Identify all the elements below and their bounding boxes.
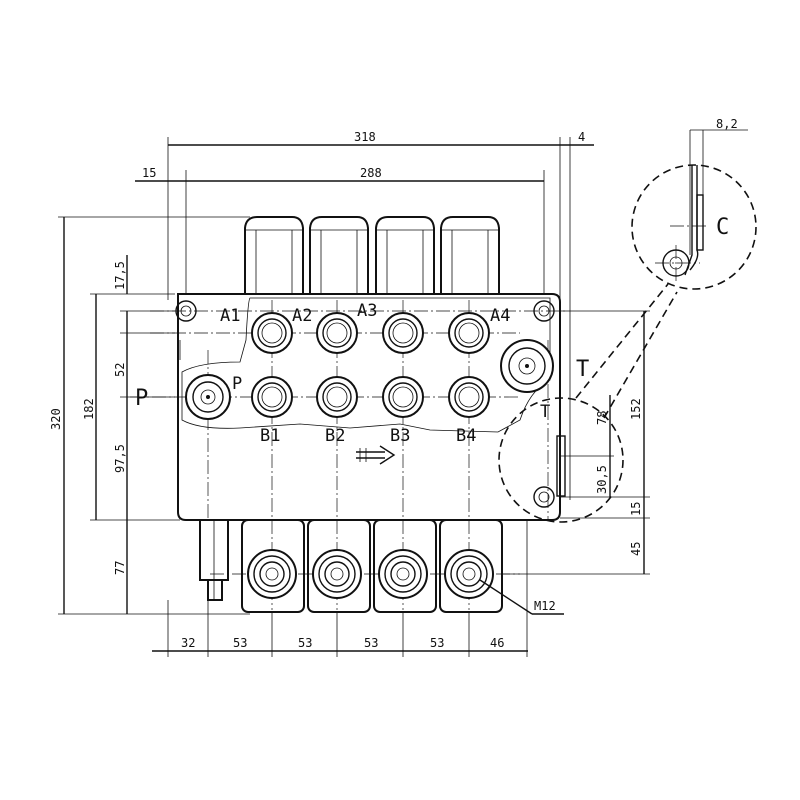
port-a2-fitting	[316, 312, 358, 354]
spool-end-cap-3	[378, 549, 428, 599]
spool-end-caps	[247, 549, 494, 599]
dim-17-5: 17,5	[113, 261, 127, 290]
dim-288: 288	[360, 166, 382, 180]
dim-30-5: 30,5	[595, 465, 609, 494]
label-b1: B1	[260, 426, 280, 446]
dim-8-2: 8,2	[716, 117, 738, 131]
dim-53-1: 53	[233, 636, 247, 650]
dim-152: 152	[629, 398, 643, 420]
label-p-inner: P	[232, 374, 242, 394]
label-a1: A1	[220, 306, 240, 326]
label-b4: B4	[456, 426, 476, 446]
top-dimensions	[135, 137, 594, 500]
dim-77: 77	[113, 561, 127, 575]
valve-body	[177, 216, 561, 613]
dim-53-3: 53	[364, 636, 378, 650]
port-b1-fitting	[251, 376, 293, 418]
port-a3-fitting	[382, 312, 424, 354]
m12-leader	[479, 579, 533, 615]
port-b2-fitting	[316, 376, 358, 418]
label-t-outer: T	[576, 357, 589, 382]
spool-end-cap-4	[444, 549, 494, 599]
dim-4: 4	[578, 130, 585, 144]
spool-end-cap-2	[312, 549, 362, 599]
dim-32: 32	[181, 636, 195, 650]
ports-b	[251, 376, 490, 418]
flow-arrow-icon	[356, 445, 396, 465]
port-p-fitting	[185, 374, 231, 420]
port-b4-fitting	[448, 376, 490, 418]
dim-52: 52	[113, 363, 127, 377]
m12-label: M12	[534, 599, 556, 613]
dim-97-5: 97,5	[113, 444, 127, 473]
top-levers	[244, 216, 500, 295]
dim-15-right: 15	[629, 502, 643, 516]
detail-c	[631, 129, 757, 290]
right-dimensions	[500, 310, 650, 575]
dim-53-4: 53	[430, 636, 444, 650]
dim-182: 182	[82, 398, 96, 420]
label-a3: A3	[357, 301, 377, 321]
dim-320: 320	[49, 408, 63, 430]
label-p-outer: P	[135, 386, 148, 411]
label-b3: B3	[390, 426, 410, 446]
dim-15-top: 15	[142, 166, 156, 180]
label-a2: A2	[292, 306, 312, 326]
dim-46: 46	[490, 636, 504, 650]
port-a1-fitting	[251, 312, 293, 354]
mounting-holes	[175, 300, 555, 508]
port-b3-fitting	[382, 376, 424, 418]
relief-valve	[199, 519, 229, 601]
spool-end-cap-1	[247, 549, 297, 599]
port-t-fitting	[500, 339, 554, 393]
detail-c-label: C	[716, 215, 729, 240]
port-a4-fitting	[448, 312, 490, 354]
dim-45: 45	[629, 542, 643, 556]
label-b2: B2	[325, 426, 345, 446]
ports-a	[251, 312, 490, 354]
label-a4: A4	[490, 306, 510, 326]
detail-reference	[498, 283, 678, 523]
dim-318: 318	[354, 130, 376, 144]
dim-53-2: 53	[298, 636, 312, 650]
label-t-inner: T	[540, 402, 550, 422]
